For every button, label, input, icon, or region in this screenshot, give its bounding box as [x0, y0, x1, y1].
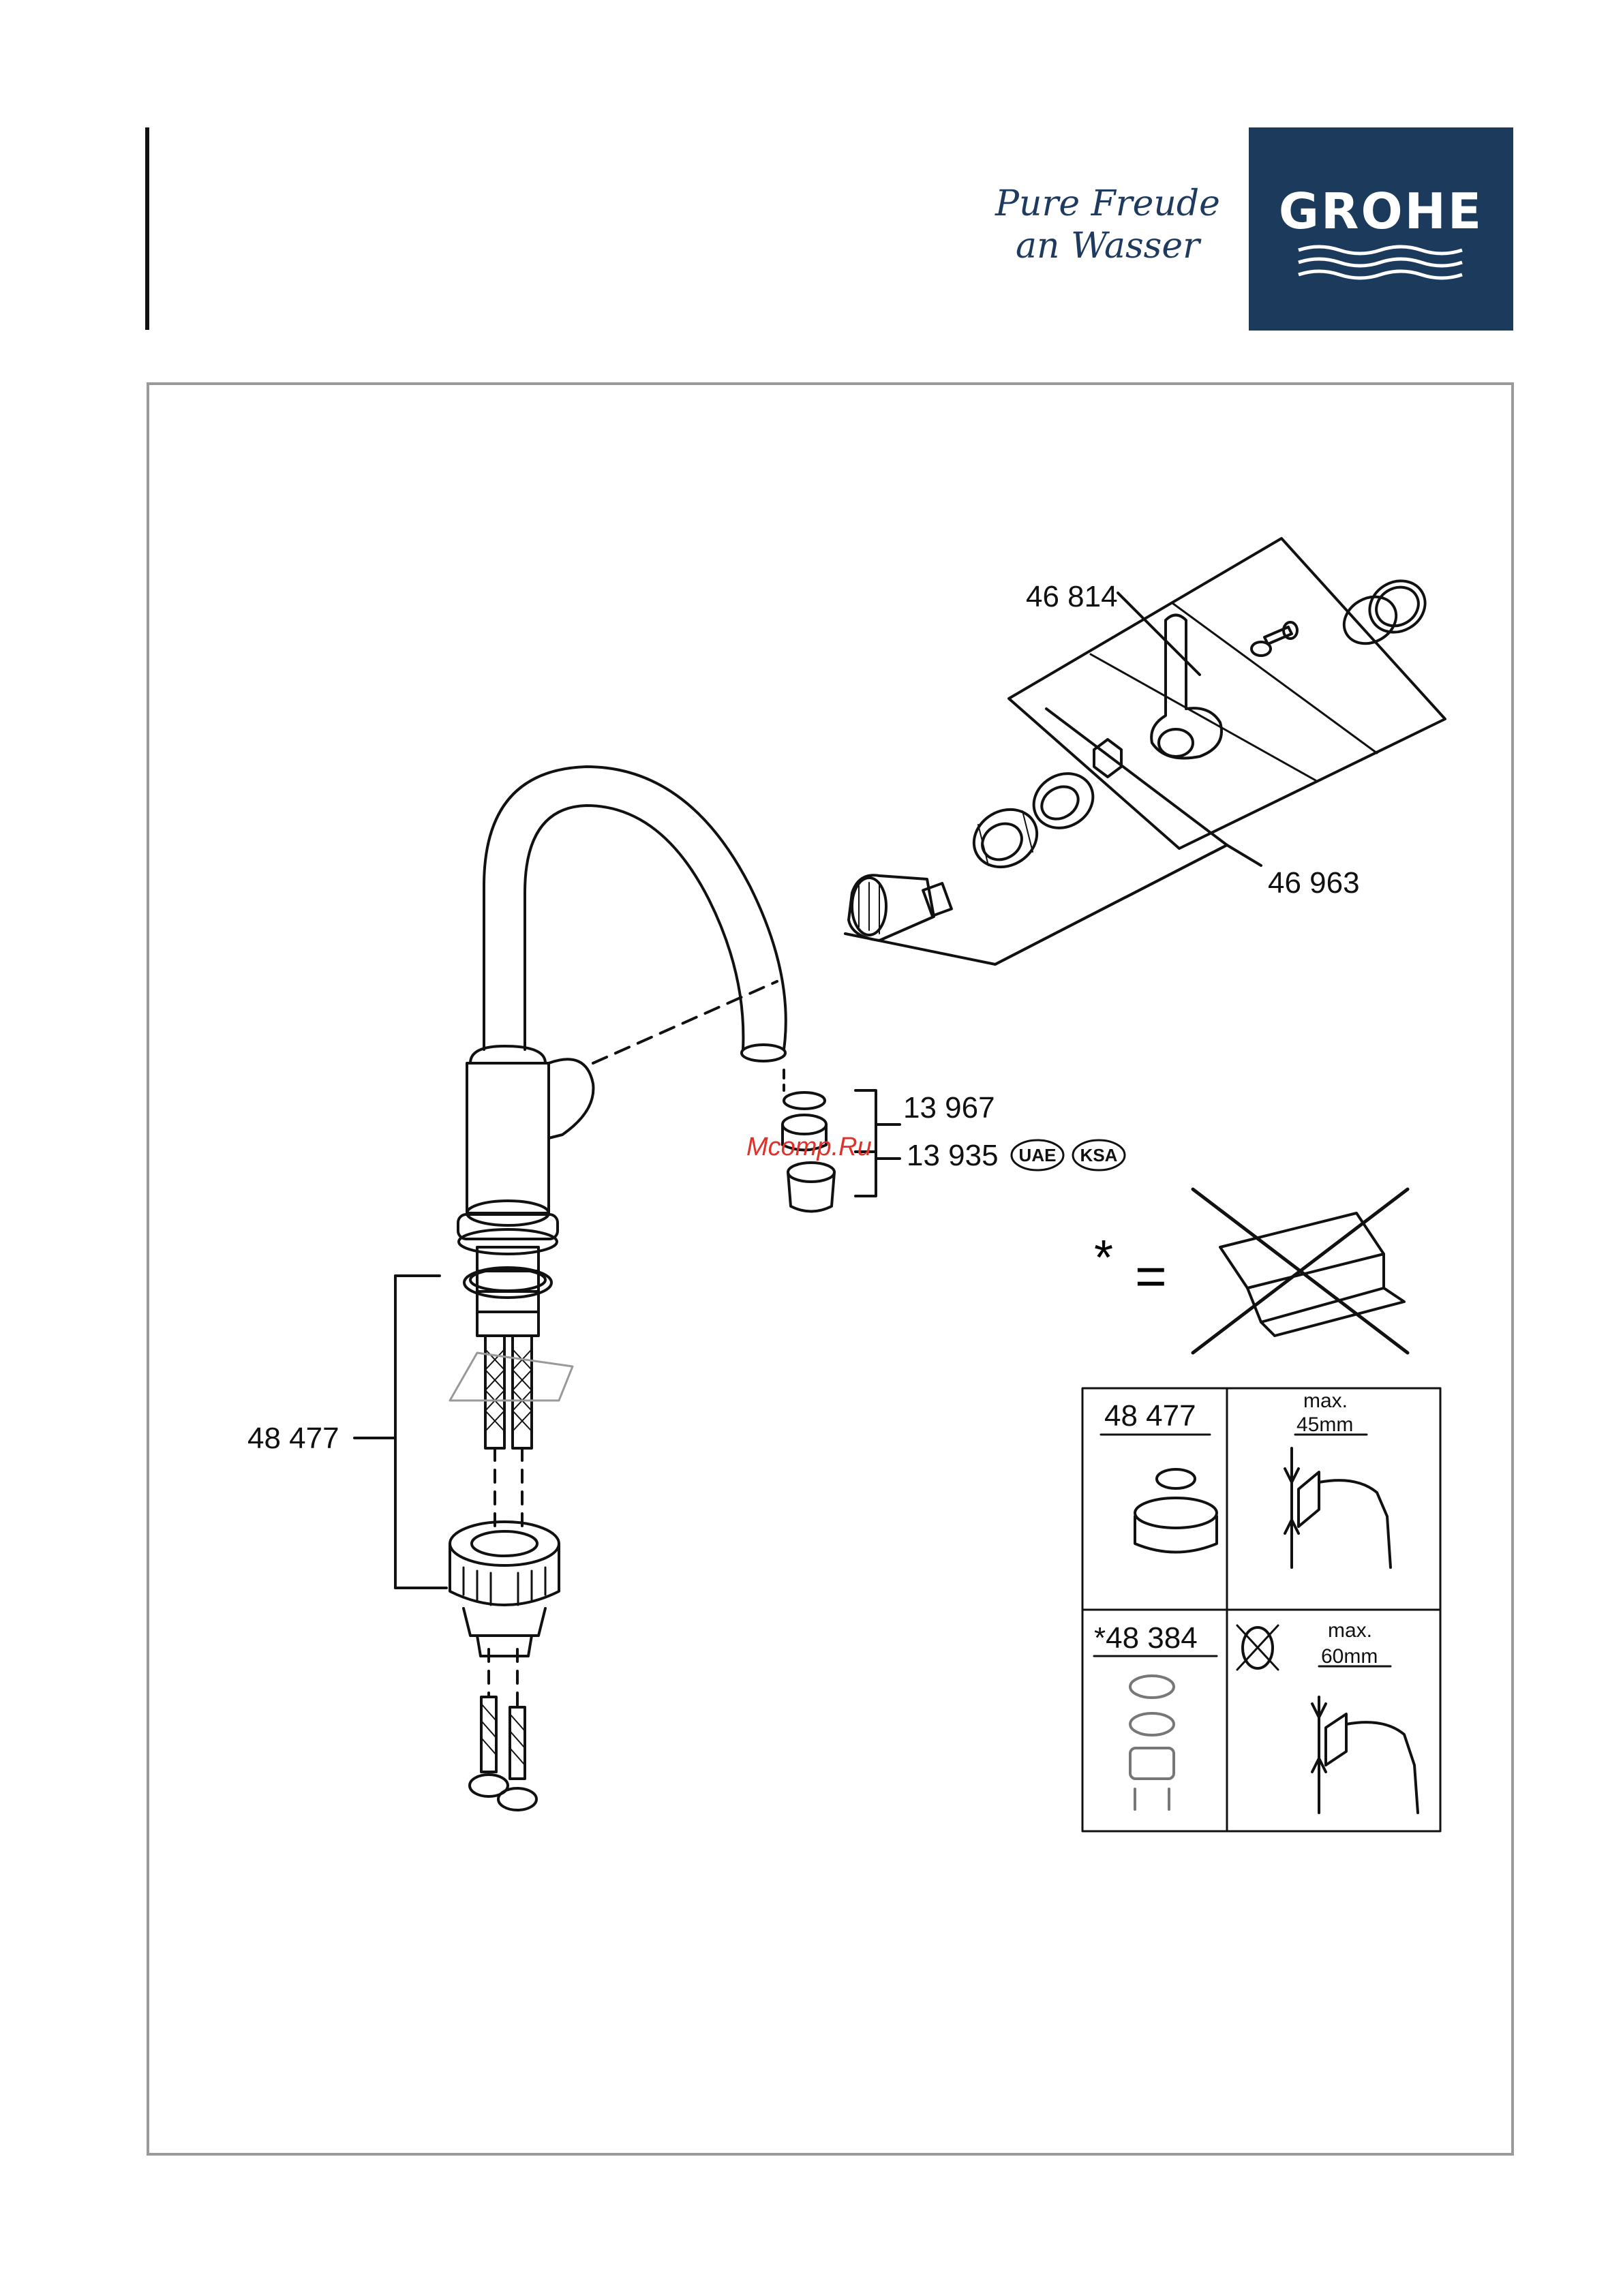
note-equals: =	[1135, 1246, 1167, 1306]
leader-46963	[1227, 845, 1261, 866]
label-13935: 13 935	[907, 1139, 999, 1172]
table-cell3-part: *48 384	[1094, 1621, 1198, 1655]
cartridge-drawing	[849, 875, 952, 940]
table-cell1-part: 48 477	[1104, 1399, 1196, 1433]
svg-text:KSA: KSA	[1080, 1145, 1118, 1165]
cell3-parts-set-icon	[1130, 1676, 1174, 1809]
watermark: Mcomp.Ru	[746, 1133, 872, 1161]
installation-table	[1082, 1388, 1440, 1831]
screw-drawing	[1252, 622, 1297, 656]
badge-ksa: KSA	[1073, 1140, 1125, 1170]
tap-body-drawing	[458, 1046, 593, 1336]
o-rings-drawing	[1335, 571, 1434, 653]
supply-hoses-drawing	[450, 1336, 573, 1810]
table-cell4-dim: 60mm	[1321, 1645, 1378, 1668]
cell1-nut-icon	[1135, 1469, 1217, 1552]
adapter-drawing	[1094, 739, 1121, 777]
svg-text:UAE: UAE	[1019, 1145, 1057, 1165]
fixing-nut-drawing	[450, 1522, 559, 1656]
label-46814: 46 814	[1026, 580, 1118, 613]
badge-uae: UAE	[1012, 1140, 1063, 1170]
table-cell2-max: max.	[1303, 1390, 1348, 1412]
label-13967: 13 967	[903, 1091, 995, 1124]
spout-drawing	[484, 767, 786, 1061]
no-abrasive-cleaner-icon	[1193, 1189, 1408, 1353]
assembly-axis-line	[593, 981, 777, 1063]
fixing-set-bracket	[354, 1276, 446, 1588]
note-asterisk: *	[1094, 1231, 1113, 1285]
label-48477: 48 477	[247, 1422, 339, 1455]
table-cell2-dim: 45mm	[1296, 1413, 1353, 1436]
label-46963: 46 963	[1268, 866, 1360, 900]
cell2-counter-45-icon	[1285, 1448, 1391, 1567]
table-cell4-max: max.	[1328, 1619, 1372, 1642]
